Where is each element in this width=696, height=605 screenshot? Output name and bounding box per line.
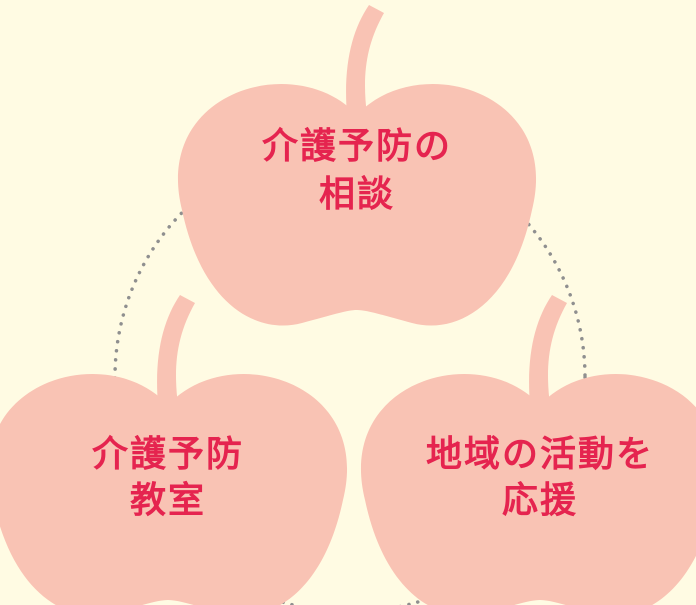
apple-class-label-line2: 教室: [130, 480, 206, 521]
apple-class-label-line1: 介護予防: [92, 434, 244, 475]
apple-consultation: 介護予防の 相談: [177, 5, 537, 326]
apple-consultation-label-line1: 介護予防の: [262, 126, 452, 167]
apple-consultation-label-line2: 相談: [319, 174, 395, 215]
apple-community-label-line2: 応援: [502, 480, 578, 521]
apple-community: 地域の活動を 応援: [360, 295, 696, 605]
apple-community-label-line1: 地域の活動を: [426, 434, 654, 475]
apple-class: 介護予防 教室: [0, 295, 348, 605]
